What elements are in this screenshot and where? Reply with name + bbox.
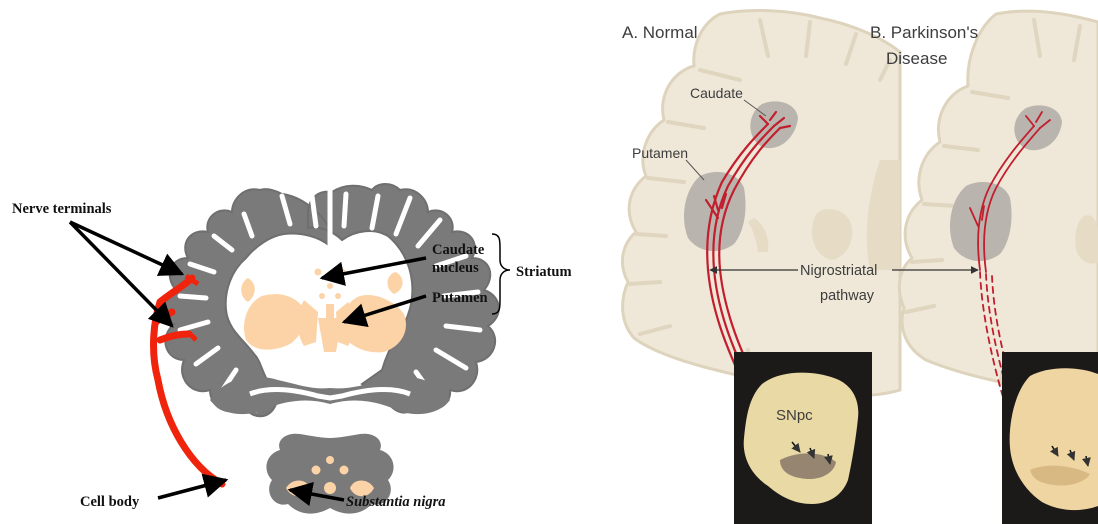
- label-striatum: Striatum: [516, 264, 572, 280]
- panel-a-title: A. Normal: [622, 23, 698, 42]
- left-coronal-diagram: Nerve terminals Caudate nucleus Putamen …: [12, 184, 572, 514]
- label-snpc: SNpc: [776, 407, 813, 424]
- arrow-nerve-terminals-lower: [70, 222, 172, 326]
- temporal-lobes: [210, 377, 450, 414]
- panel-b-putamen: [950, 182, 1012, 261]
- right-panel-figure: A. Normal B. Parkinson's Disease Caudate…: [622, 11, 1098, 524]
- label-cell-body: Cell body: [80, 494, 140, 510]
- label-putamen: Putamen: [432, 290, 488, 306]
- label-putamen-right: Putamen: [632, 145, 688, 161]
- arrow-nerve-terminals-upper: [70, 222, 182, 274]
- label-substantia-nigra: Substantia nigra: [346, 494, 446, 510]
- label-nigrostriatal: Nigrostriatal: [800, 263, 877, 279]
- label-caudate-line2: nucleus: [432, 260, 479, 276]
- label-caudate-line1: Caudate: [432, 242, 485, 258]
- label-caudate-right: Caudate: [690, 85, 743, 101]
- panel-a-brain: [622, 11, 900, 396]
- label-nerve-terminals: Nerve terminals: [12, 201, 112, 217]
- panel-b-title-line1: B. Parkinson's: [870, 23, 978, 42]
- panel-b-title-line2: Disease: [886, 49, 947, 68]
- label-pathway: pathway: [820, 288, 875, 304]
- arrow-cell-body: [158, 480, 226, 498]
